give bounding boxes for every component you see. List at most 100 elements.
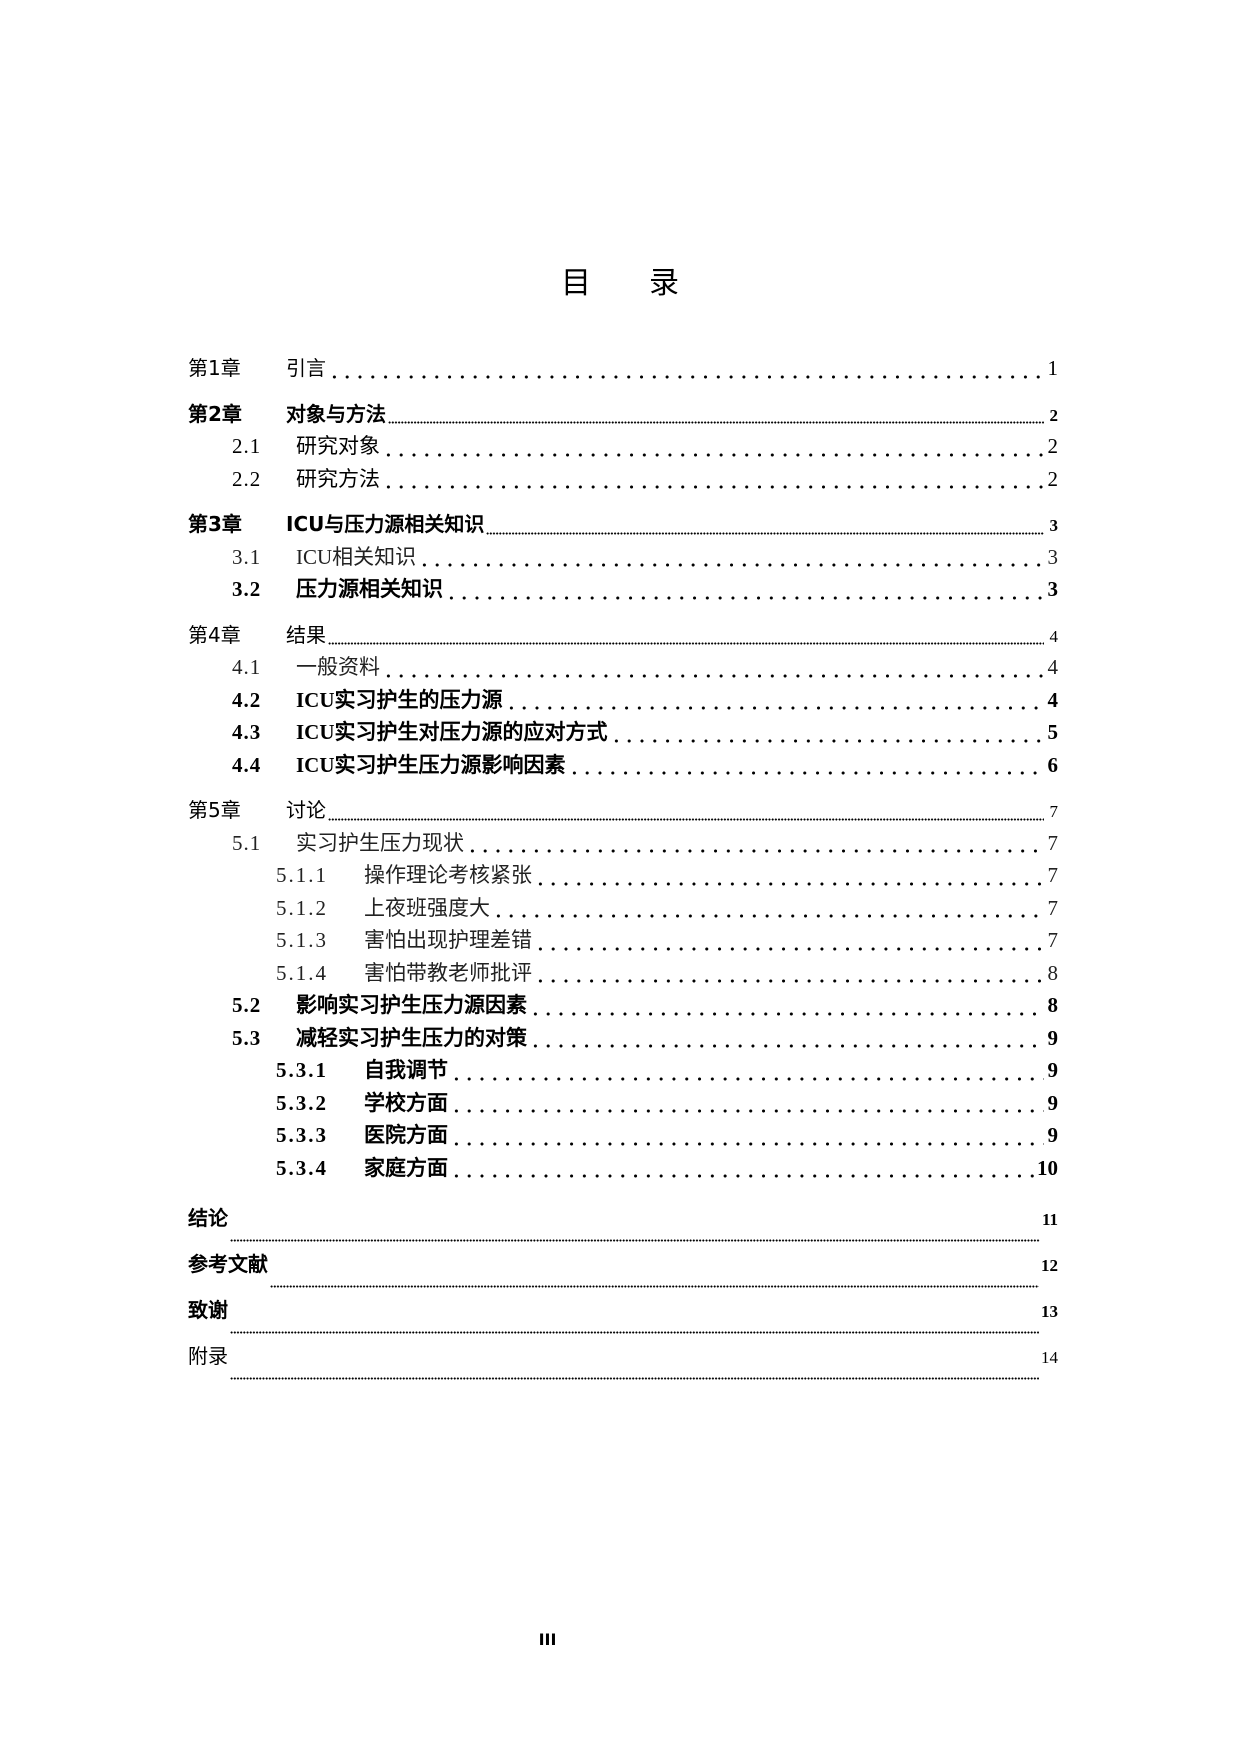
toc-entry-page: 4 — [1047, 655, 1059, 679]
dot-leader — [534, 875, 1044, 886]
toc-entry-5-2[interactable]: 5.2 影响实习护生压力源因素 8 — [188, 989, 1058, 1022]
toc-entry-5-3-4[interactable]: 5.3.4 家庭方面 10 — [188, 1152, 1058, 1185]
toc-entry-number: 5.3.4 — [276, 1155, 328, 1180]
toc-entry-label: ICU实习护生的压力源 — [296, 687, 503, 712]
toc-entry-number: 2.2 — [232, 466, 262, 491]
toc-entry-number: 4.4 — [232, 752, 262, 777]
toc-entry-label: 结果 — [286, 622, 326, 647]
toc-entry-page: 3 — [1047, 577, 1059, 601]
toc-entry-label: 自我调节 — [364, 1058, 448, 1082]
toc-entry-page: 4 — [1047, 687, 1059, 712]
toc-entry-page: 11 — [1041, 1210, 1058, 1229]
toc-entry-5-3-3[interactable]: 5.3.3 医院方面 9 — [188, 1119, 1058, 1152]
toc-entry-label: 减轻实习护生压力的对策 — [296, 1025, 527, 1050]
dot-leader — [388, 414, 1044, 424]
toc-entry-label: 参考文献 — [188, 1252, 268, 1276]
toc-entry-ch4[interactable]: 第4章 结果 4 — [188, 619, 1058, 652]
toc-entry-5-3-1[interactable]: 5.3.1 自我调节 9 — [188, 1054, 1058, 1087]
toc-entry-2-2[interactable]: 2.2 研究方法 2 — [188, 463, 1058, 496]
toc-entry-ch2[interactable]: 第2章 对象与方法 2 — [188, 398, 1058, 431]
toc-entry-references[interactable]: 参考文献 12 — [188, 1248, 1058, 1294]
toc-entry-label: 医院方面 — [364, 1123, 448, 1147]
dot-leader — [328, 635, 1044, 645]
title-char-1: 目 — [561, 266, 591, 301]
toc-entry-page: 7 — [1047, 928, 1059, 952]
dot-leader — [450, 1135, 1044, 1146]
dot-leader — [492, 908, 1044, 918]
toc-entry-number: 5.3.3 — [276, 1123, 328, 1147]
toc-entry-label: 结论 — [188, 1206, 228, 1230]
toc-entry-number: 第4章 — [188, 622, 241, 647]
toc-entry-label: ICU实习护生对压力源的应对方式 — [296, 720, 608, 744]
toc-entry-label: 上夜班强度大 — [364, 895, 490, 920]
dot-leader — [529, 1005, 1044, 1016]
title-char-2: 录 — [649, 266, 679, 301]
dot-leader — [230, 1370, 1039, 1380]
toc-entry-label: 实习护生压力现状 — [296, 830, 464, 855]
toc-entry-page: 2 — [1049, 405, 1059, 425]
dot-leader — [445, 589, 1044, 600]
toc-entry-label: 学校方面 — [364, 1090, 448, 1115]
toc-entry-number: 5.1.3 — [276, 928, 328, 952]
toc-entry-label: 研究方法 — [296, 466, 380, 491]
dot-leader — [382, 479, 1044, 489]
dot-leader — [382, 667, 1044, 678]
toc-entry-label: 致谢 — [188, 1298, 228, 1322]
toc-entry-page: 14 — [1041, 1348, 1058, 1367]
toc-entry-number: 第2章 — [188, 401, 242, 426]
toc-entry-conclusion[interactable]: 结论 11 — [188, 1202, 1058, 1248]
toc-entry-label: 家庭方面 — [364, 1155, 448, 1180]
toc-entry-page: 3 — [1049, 516, 1059, 535]
page-number: III — [538, 1630, 557, 1649]
dot-leader — [230, 1232, 1040, 1242]
toc-entry-page: 7 — [1049, 802, 1059, 821]
dot-leader — [534, 973, 1044, 983]
toc-entry-label: ICU实习护生压力源影响因素 — [296, 752, 566, 777]
toc-entry-page: 4 — [1049, 626, 1059, 646]
toc-entry-page: 2 — [1047, 466, 1059, 491]
toc-entry-number: 5.3.1 — [276, 1058, 328, 1082]
dot-leader — [450, 1168, 1035, 1178]
toc-entry-label: 对象与方法 — [286, 401, 386, 426]
toc-entry-label: 害怕带教老师批评 — [364, 960, 532, 985]
toc-entry-page: 10 — [1037, 1155, 1058, 1180]
toc-entry-number: 5.3 — [232, 1025, 262, 1050]
toc-entry-label: ICU相关知识 — [296, 544, 417, 569]
dot-leader — [450, 1103, 1044, 1113]
toc-entry-page: 9 — [1047, 1123, 1059, 1147]
toc-entry-number: 5.2 — [232, 993, 262, 1017]
toc-entry-label: 压力源相关知识 — [296, 577, 443, 601]
toc-entry-label: 引言 — [286, 356, 326, 380]
toc-entry-page: 12 — [1041, 1256, 1058, 1275]
toc-entry-page: 8 — [1047, 993, 1059, 1017]
toc-entry-page: 6 — [1047, 752, 1059, 777]
toc-entry-page: 9 — [1047, 1025, 1059, 1050]
dot-leader — [382, 446, 1044, 457]
toc-entry-page: 13 — [1041, 1302, 1058, 1321]
toc-entry-page: 7 — [1047, 863, 1059, 887]
toc-entry-number: 2.1 — [232, 434, 262, 458]
toc-entry-page: 9 — [1047, 1058, 1059, 1082]
toc-entry-acknowledgements[interactable]: 致谢 13 — [188, 1294, 1058, 1340]
toc-entry-5-3[interactable]: 5.3 减轻实习护生压力的对策 9 — [188, 1022, 1058, 1055]
toc-entry-page: 7 — [1047, 895, 1059, 920]
toc-entry-label: 研究对象 — [296, 434, 380, 458]
toc-entry-4-4[interactable]: 4.4 ICU实习护生压力源影响因素 6 — [188, 749, 1058, 782]
toc-entry-label: 影响实习护生压力源因素 — [296, 993, 527, 1017]
